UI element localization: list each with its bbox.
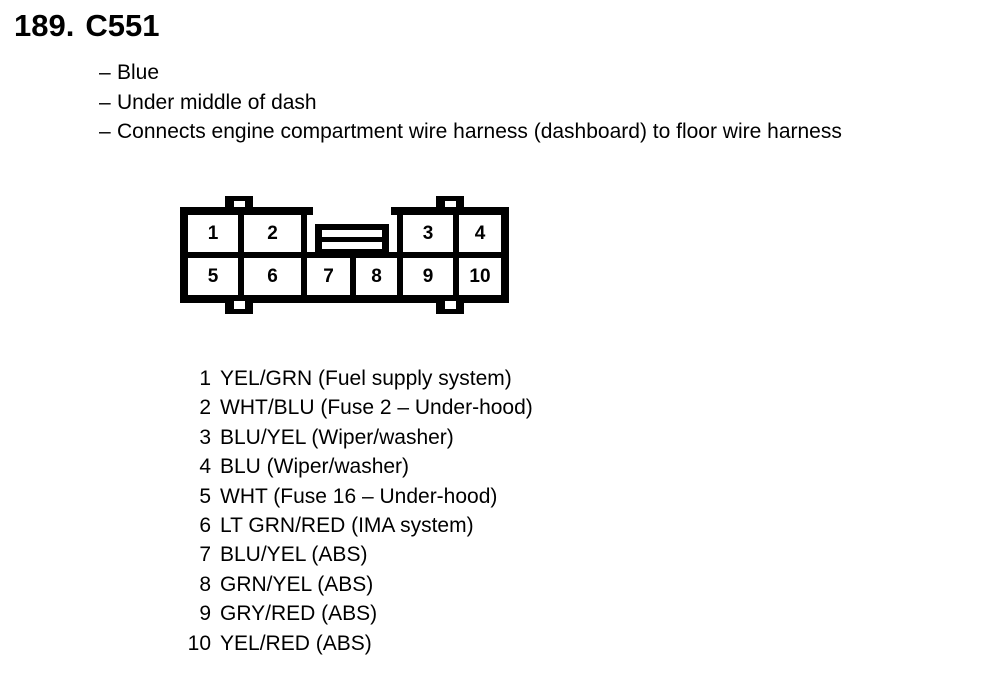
connector-cell-6: 6 (244, 258, 301, 295)
pin-description: GRN/YEL (ABS) (220, 572, 374, 596)
pin-number: 6 (199, 514, 211, 538)
pin-row: 8 GRN/YEL (ABS) (180, 570, 533, 599)
retention-tab-bottom-left (225, 296, 253, 314)
retention-tab-notch (234, 201, 245, 209)
pin-row: 3 BLU/YEL (Wiper/washer) (180, 423, 533, 452)
pin-number: 1 (199, 367, 211, 390)
connector-cell-10: 10 (459, 258, 501, 295)
pin-row: 9 GRY/RED (ABS) (180, 599, 533, 628)
page-title-connector-id: C551 (85, 8, 160, 43)
pin-description: WHT/BLU (Fuse 2 – Under-hood) (220, 396, 533, 420)
retention-tab-bottom-right (436, 296, 464, 314)
pin-description: BLU (Wiper/washer) (220, 455, 410, 479)
connector-cell-1: 1 (188, 215, 238, 252)
connector-cell-2: 2 (244, 215, 301, 252)
bullet-dash-icon: – (99, 120, 111, 143)
bullet-dash-icon: – (99, 61, 111, 84)
pin-description: BLU/YEL (ABS) (220, 543, 368, 567)
pin-assignment-list: 1 YEL/GRN (Fuel supply system) 2 WHT/BLU… (180, 364, 533, 658)
retention-tab-notch (445, 201, 456, 209)
pin-row: 2 WHT/BLU (Fuse 2 – Under-hood) (180, 393, 533, 422)
pin-description: YEL/GRN (Fuel supply system) (220, 367, 512, 390)
connector-cell-8: 8 (356, 258, 397, 295)
connector-cell-3: 3 (403, 215, 453, 252)
description-text: Under middle of dash (117, 90, 317, 114)
bullet-dash-icon: – (99, 90, 111, 114)
connector-latch-key (315, 224, 389, 253)
description-text: Blue (117, 61, 160, 84)
retention-tab-notch (234, 301, 245, 309)
connector-top-gap (313, 207, 391, 215)
pin-description: LT GRN/RED (IMA system) (220, 514, 474, 538)
pin-number: 5 (199, 484, 211, 508)
latch-slot (322, 242, 382, 249)
pin-number: 10 (187, 631, 211, 655)
pin-row: 1 YEL/GRN (Fuel supply system) (180, 364, 533, 393)
description-list: – Blue – Under middle of dash – Connects… (99, 58, 999, 147)
description-line: – Blue (99, 58, 999, 88)
connector-cell-4: 4 (459, 215, 501, 252)
pin-row: 5 WHT (Fuse 16 – Under-hood) (180, 482, 533, 511)
description-line: – Connects engine compartment wire harne… (99, 117, 999, 147)
pin-number: 9 (199, 602, 211, 626)
pin-description: YEL/RED (ABS) (220, 631, 372, 655)
pin-number: 8 (199, 572, 211, 596)
pin-description: GRY/RED (ABS) (220, 602, 378, 626)
pin-row: 7 BLU/YEL (ABS) (180, 540, 533, 569)
page-title: 189. C551 (14, 8, 159, 44)
pin-number: 2 (199, 396, 211, 420)
pin-number: 4 (199, 455, 211, 479)
page-title-number: 189. (14, 8, 75, 43)
latch-slot (322, 230, 382, 237)
pin-description: BLU/YEL (Wiper/washer) (220, 425, 454, 449)
pin-number: 7 (199, 543, 211, 567)
connector-cell-5: 5 (188, 258, 238, 295)
description-text: Connects engine compartment wire harness… (117, 120, 842, 143)
pin-row: 4 BLU (Wiper/washer) (180, 452, 533, 481)
pin-row: 10 YEL/RED (ABS) (180, 629, 533, 658)
pin-description: WHT (Fuse 16 – Under-hood) (220, 484, 498, 508)
pin-row: 6 LT GRN/RED (IMA system) (180, 511, 533, 540)
description-line: – Under middle of dash (99, 88, 999, 118)
pin-number: 3 (199, 425, 211, 449)
connector-diagram: 1 2 3 4 5 6 7 8 9 10 (180, 196, 509, 314)
connector-cell-7: 7 (307, 258, 350, 295)
retention-tab-notch (445, 301, 456, 309)
connector-cell-9: 9 (403, 258, 453, 295)
